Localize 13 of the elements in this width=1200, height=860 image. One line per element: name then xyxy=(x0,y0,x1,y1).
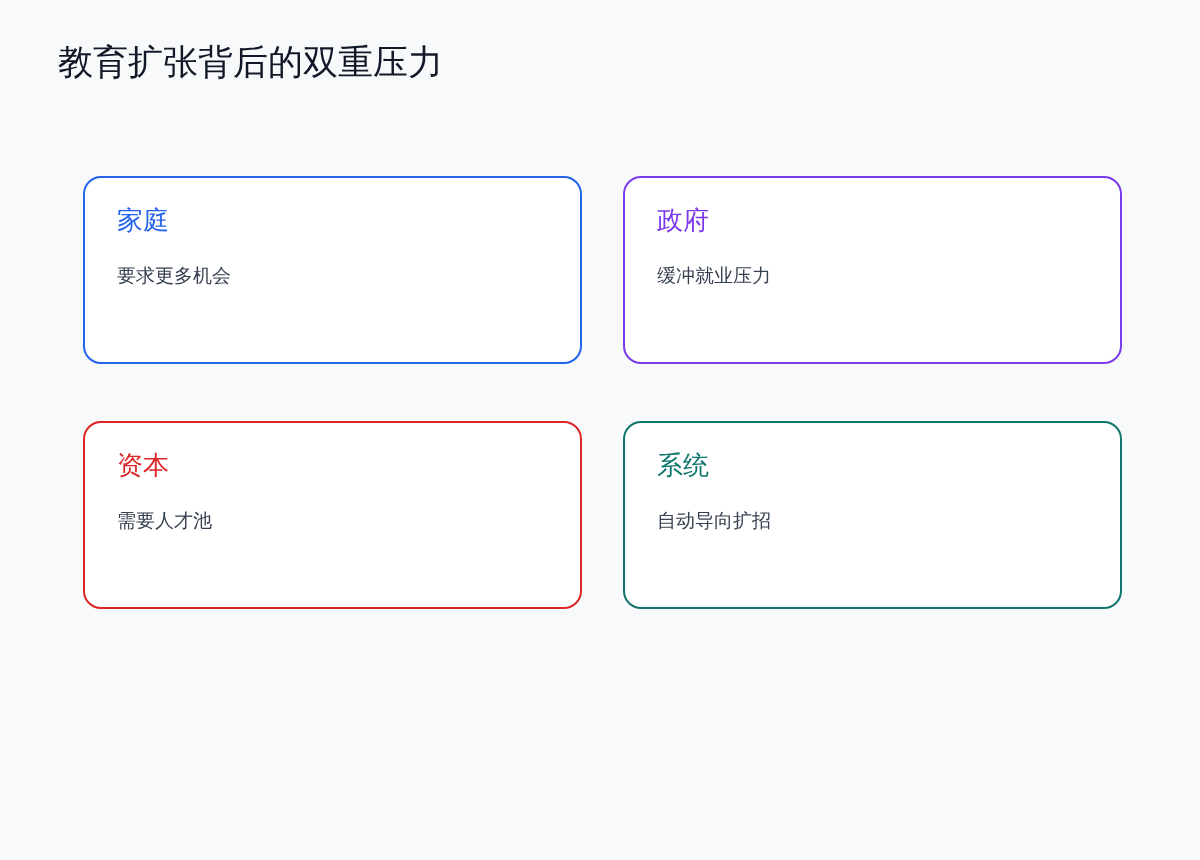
card-description: 自动导向扩招 xyxy=(657,508,771,533)
card-heading: 家庭 xyxy=(117,204,169,237)
category-card xyxy=(623,176,1122,364)
category-card xyxy=(623,421,1122,609)
card-description: 需要人才池 xyxy=(117,508,212,533)
page-title: 教育扩张背后的双重压力 xyxy=(58,41,443,84)
card-heading: 系统 xyxy=(657,449,709,482)
category-card xyxy=(83,176,582,364)
card-heading: 资本 xyxy=(117,449,169,482)
category-card xyxy=(83,421,582,609)
card-description: 缓冲就业压力 xyxy=(657,263,771,288)
card-description: 要求更多机会 xyxy=(117,263,231,288)
card-heading: 政府 xyxy=(657,204,709,237)
